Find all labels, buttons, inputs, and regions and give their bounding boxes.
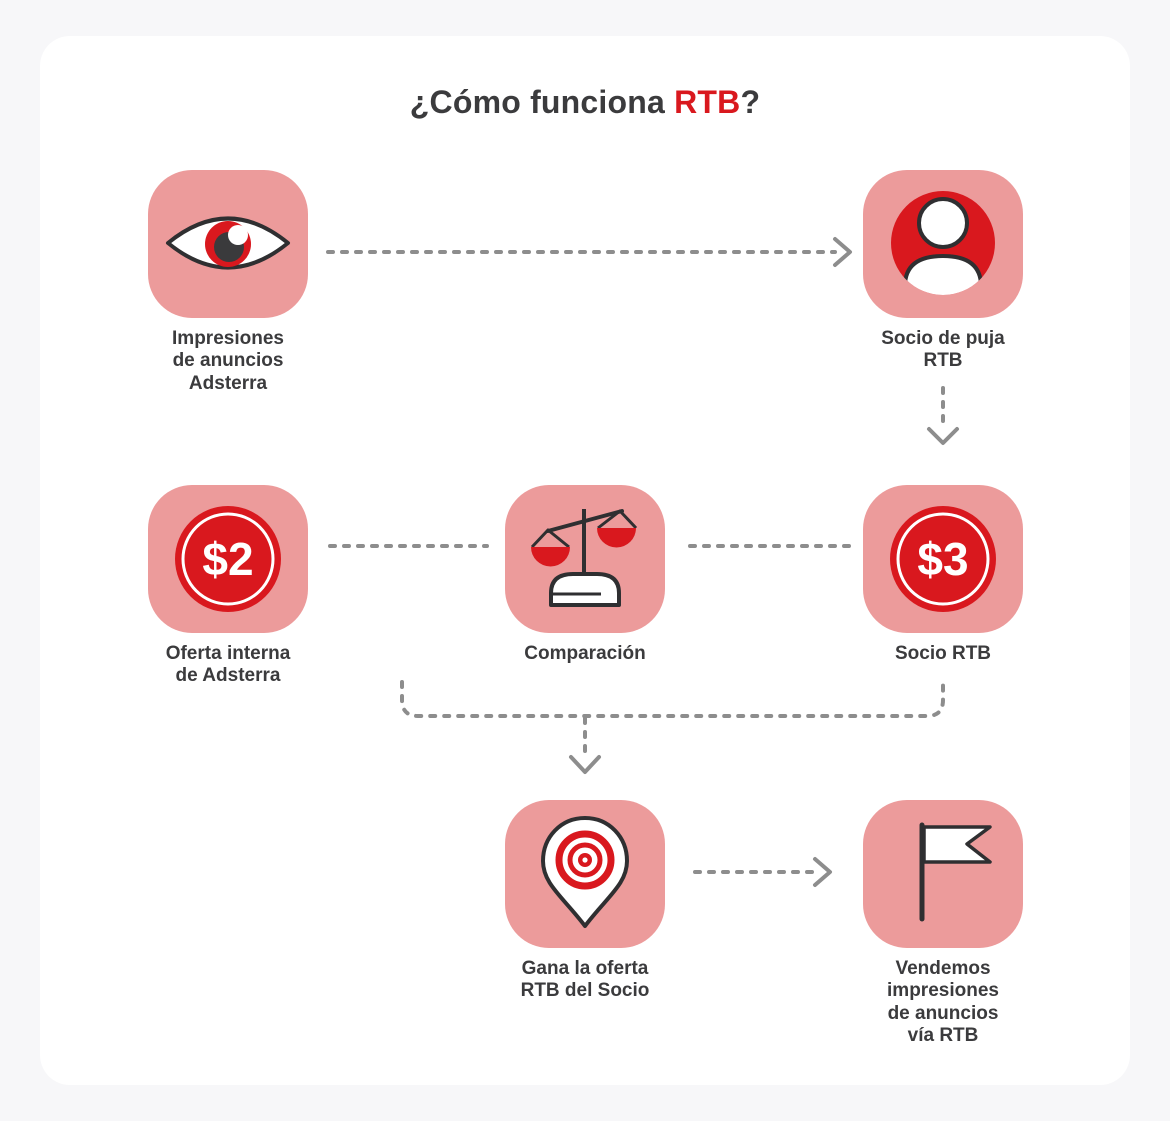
eye-icon: [166, 216, 290, 270]
node-label: Oferta interna de Adsterra: [165, 643, 291, 687]
flag-icon: [919, 822, 992, 922]
node-label: Comparación: [524, 643, 646, 664]
target-center-dot: [582, 857, 588, 863]
arrowhead-down-icon: [569, 755, 601, 774]
scales-pan-left: [531, 547, 570, 567]
user-shoulders: [903, 253, 983, 295]
scales-base: [549, 572, 621, 607]
node-winning-bid: Gana la oferta RTB del Socio: [475, 800, 695, 1003]
scales-pan-right: [597, 528, 636, 548]
arrowhead-right-icon: [813, 857, 832, 887]
node-bidding-partner: Socio de puja RTB: [833, 170, 1053, 373]
diagram-card: ¿Cómo funciona RTB? Impresiones de: [40, 36, 1130, 1085]
eye-highlight: [228, 225, 248, 245]
node-label: Vendemos impresiones de anuncios vía RTB: [887, 958, 999, 1047]
scales-string-left: [530, 528, 570, 549]
title-prefix: ¿Cómo funciona: [409, 84, 675, 120]
node-internal-bid: $2 Oferta interna de Adsterra: [118, 485, 338, 688]
price-circle-icon: $3: [890, 506, 996, 612]
bracket-merge: [400, 680, 945, 718]
scales-beam: [546, 509, 624, 533]
node-label: Gana la oferta RTB del Socio: [520, 958, 650, 1002]
partner-bid-tile: $3: [863, 485, 1023, 633]
target-ring-outer: [555, 830, 615, 890]
price-ring: [896, 512, 990, 606]
page-title: ¿Cómo funciona RTB?: [40, 84, 1130, 121]
price-disc: [175, 506, 281, 612]
node-sell-impressions: Vendemos impresiones de anuncios vía RTB: [833, 800, 1053, 1048]
arrowhead-down-icon: [927, 427, 959, 445]
comparison-tile: [505, 485, 665, 633]
flag-pennant: [922, 825, 992, 864]
price-value: $3: [917, 533, 968, 585]
scales-icon: [530, 509, 638, 607]
user-head: [917, 197, 969, 249]
target-ring-middle: [567, 842, 603, 878]
price-ring: [181, 512, 275, 606]
price-disc: [890, 506, 996, 612]
scales-string-right: [597, 509, 638, 530]
impressions-tile: [148, 170, 308, 318]
node-label: Socio de puja RTB: [881, 328, 1005, 372]
title-highlight: RTB: [674, 84, 741, 120]
internal-bid-tile: $2: [148, 485, 308, 633]
price-value: $2: [202, 533, 253, 585]
bidding-partner-tile: [863, 170, 1023, 318]
location-target-icon: [541, 816, 629, 928]
sell-impressions-tile: [863, 800, 1023, 948]
user-icon: [891, 191, 995, 295]
node-partner-bid: $3 Socio RTB: [833, 485, 1053, 665]
node-label: Impresiones de anuncios Adsterra: [172, 328, 284, 394]
winning-bid-tile: [505, 800, 665, 948]
price-circle-icon: $2: [175, 506, 281, 612]
node-impressions: Impresiones de anuncios Adsterra: [118, 170, 338, 395]
title-suffix: ?: [740, 84, 761, 120]
node-label: Socio RTB: [894, 643, 992, 664]
node-comparison: Comparación: [475, 485, 695, 665]
